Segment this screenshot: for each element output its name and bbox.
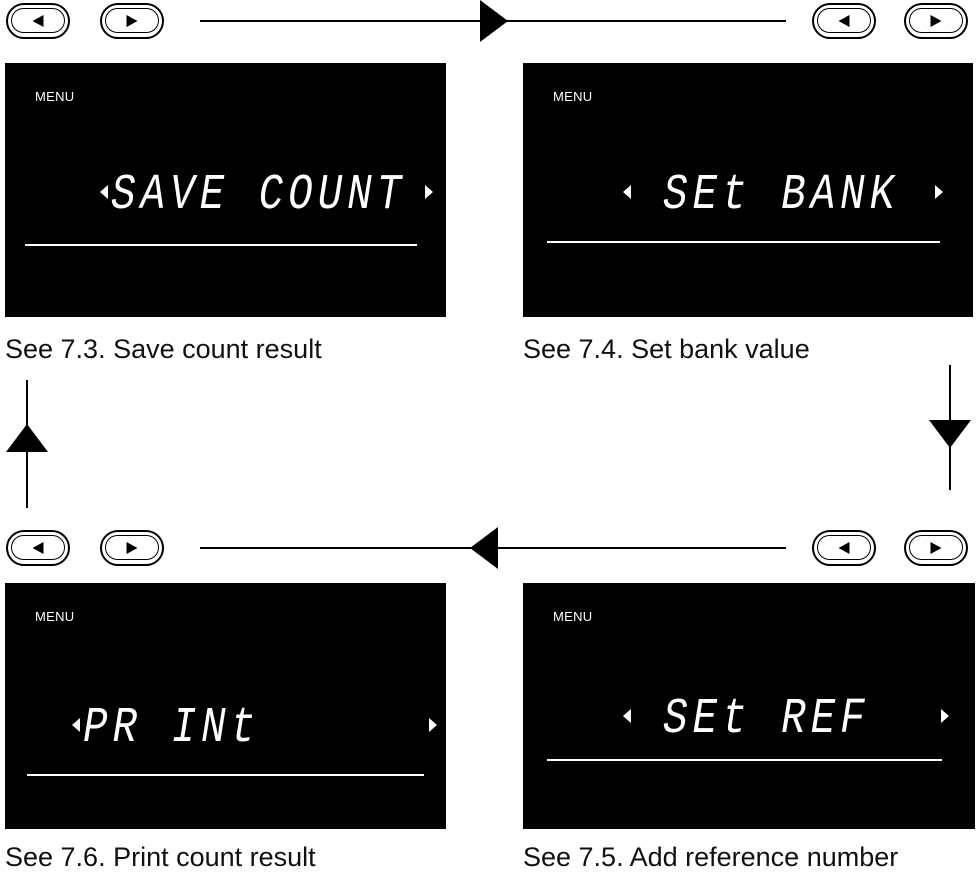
lcd-left-caret-icon bbox=[100, 185, 108, 199]
flow-arrow-down-icon bbox=[929, 420, 971, 448]
lcd-left-caret-icon bbox=[623, 709, 631, 723]
top-left-next-button[interactable] bbox=[100, 3, 164, 39]
caption-print: See 7.6. Print count result bbox=[5, 842, 316, 872]
right-arrow-icon bbox=[126, 542, 138, 554]
lcd-underline bbox=[547, 759, 942, 761]
lcd-screen-set-bank: MENU SEt BANK bbox=[523, 63, 973, 317]
flow-arrow-left-icon bbox=[470, 527, 498, 569]
caption-set-ref: See 7.5. Add reference number bbox=[523, 842, 899, 872]
menu-label: MENU bbox=[553, 89, 593, 104]
lcd-screen-set-ref: MENU SEt REF bbox=[523, 583, 975, 829]
lcd-underline bbox=[547, 241, 940, 243]
menu-label: MENU bbox=[35, 89, 75, 104]
lcd-right-caret-icon bbox=[935, 185, 943, 199]
flow-arrow-right-icon bbox=[480, 0, 508, 42]
lcd-underline bbox=[27, 774, 424, 776]
right-arrow-icon bbox=[930, 15, 942, 27]
bottom-right-next-button[interactable] bbox=[904, 530, 968, 566]
bottom-left-next-button[interactable] bbox=[100, 530, 164, 566]
lcd-screen-save-count: MENU SAVE COUNT bbox=[5, 63, 446, 317]
top-right-prev-button[interactable] bbox=[812, 3, 876, 39]
left-arrow-icon bbox=[838, 15, 850, 27]
left-arrow-icon bbox=[32, 542, 44, 554]
lcd-text: SEt BANK bbox=[663, 167, 900, 224]
top-left-prev-button[interactable] bbox=[6, 3, 70, 39]
bottom-right-prev-button[interactable] bbox=[812, 530, 876, 566]
menu-label: MENU bbox=[553, 609, 593, 624]
lcd-right-caret-icon bbox=[429, 718, 437, 732]
lcd-right-caret-icon bbox=[425, 185, 433, 199]
lcd-text: PR INt bbox=[83, 700, 261, 757]
lcd-left-caret-icon bbox=[623, 185, 631, 199]
lcd-text: SEt REF bbox=[663, 691, 870, 748]
right-arrow-icon bbox=[126, 15, 138, 27]
right-arrow-icon bbox=[930, 542, 942, 554]
lcd-screen-print: MENU PR INt bbox=[5, 583, 446, 829]
lcd-text: SAVE COUNT bbox=[111, 167, 407, 224]
caption-save-count: See 7.3. Save count result bbox=[5, 334, 322, 364]
bottom-left-prev-button[interactable] bbox=[6, 530, 70, 566]
menu-label: MENU bbox=[35, 609, 75, 624]
lcd-underline bbox=[25, 244, 417, 246]
left-arrow-icon bbox=[838, 542, 850, 554]
flow-arrow-up-icon bbox=[6, 424, 48, 452]
caption-set-bank: See 7.4. Set bank value bbox=[523, 334, 810, 364]
lcd-left-caret-icon bbox=[72, 718, 80, 732]
top-right-next-button[interactable] bbox=[904, 3, 968, 39]
left-arrow-icon bbox=[32, 15, 44, 27]
lcd-right-caret-icon bbox=[941, 709, 949, 723]
